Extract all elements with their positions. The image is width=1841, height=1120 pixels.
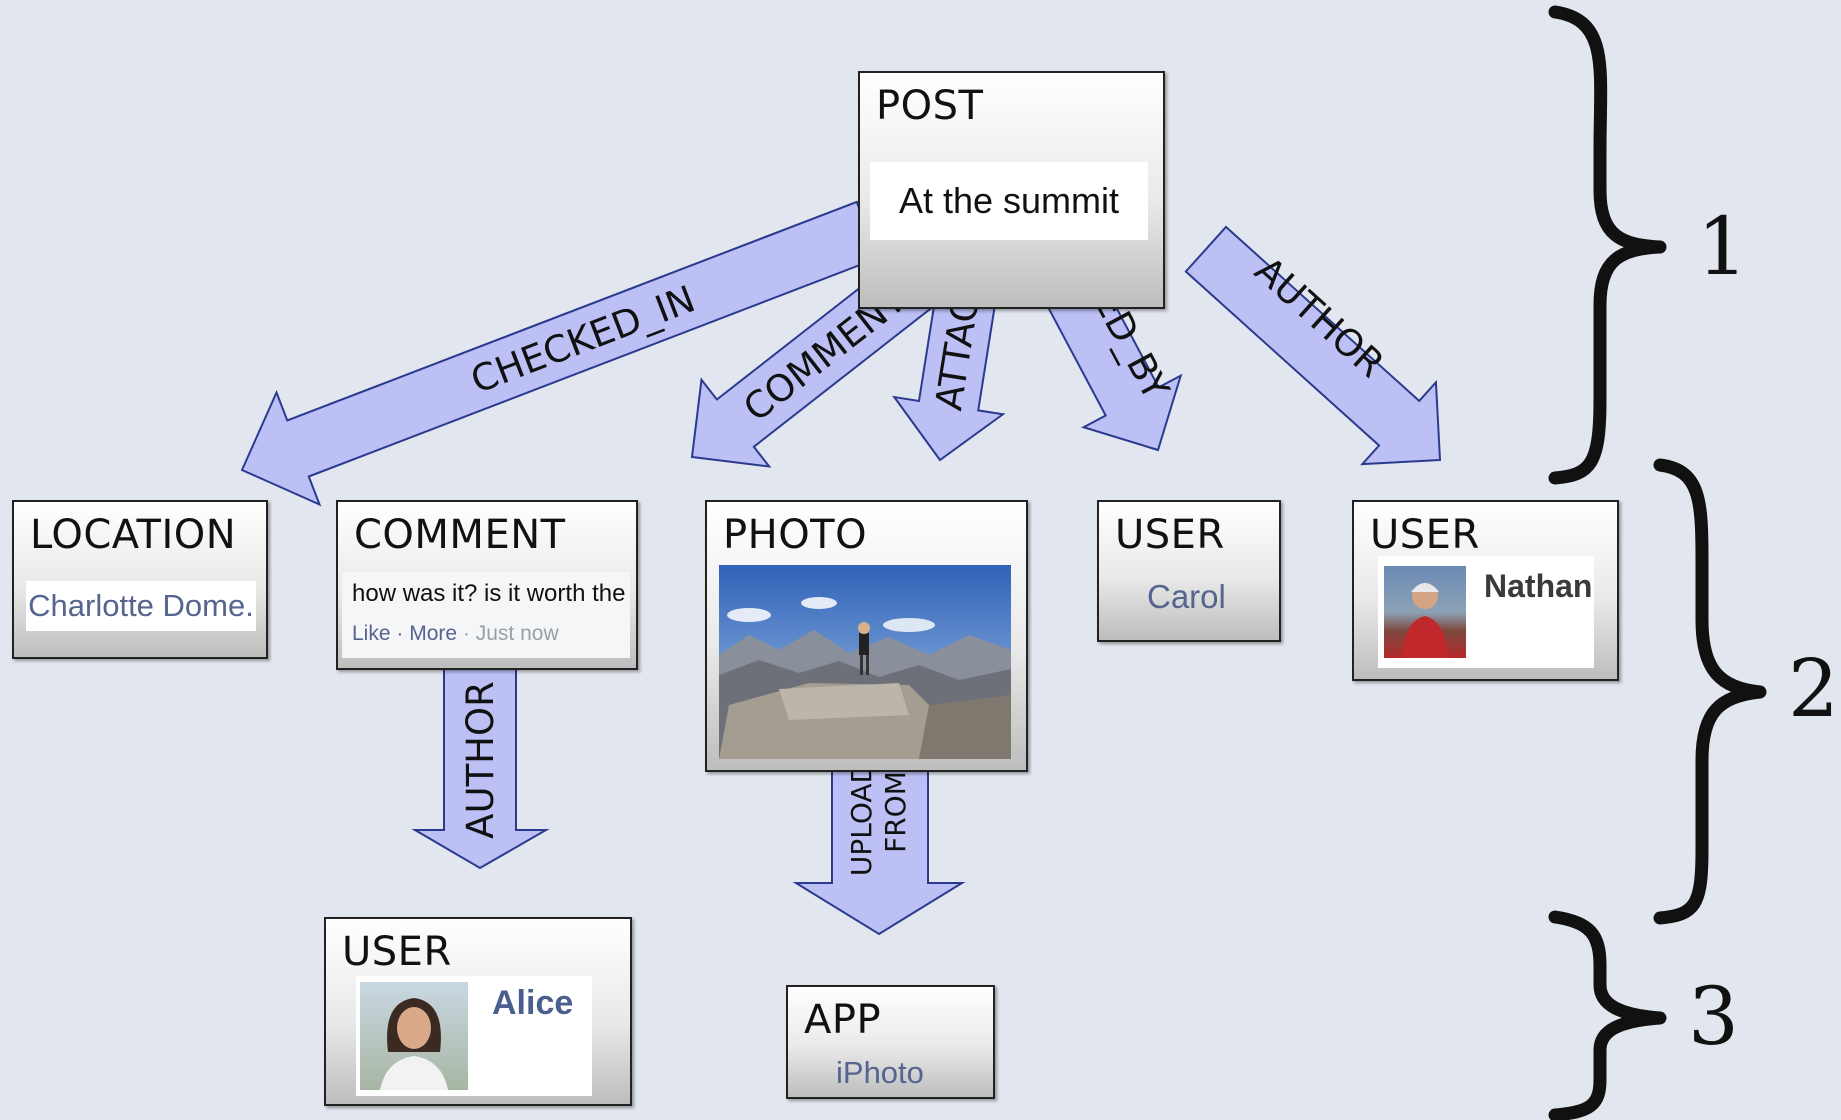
photo-node[interactable]: PHOTO — [705, 500, 1028, 772]
brace-level-2 — [1653, 458, 1767, 925]
comment-text: how was it? is it worth the l — [352, 580, 630, 607]
user-nathan-node[interactable]: USER Nathan — [1352, 500, 1619, 681]
edge-author-comment: AUTHOR — [411, 659, 550, 870]
user-alice-name[interactable]: Alice — [492, 984, 574, 1022]
user-nathan-node-type: USER — [1370, 512, 1480, 558]
app-node-type: APP — [804, 997, 882, 1043]
location-node-type: LOCATION — [30, 512, 237, 558]
user-nathan-avatar[interactable] — [1384, 566, 1466, 658]
post-node[interactable]: POST At the summit — [858, 71, 1165, 309]
edge-label-author-comment: AUTHOR — [459, 681, 502, 839]
post-node-type: POST — [876, 83, 984, 129]
user-carol-name[interactable]: Carol — [1147, 578, 1226, 615]
location-name[interactable]: Charlotte Dome. — [28, 588, 254, 623]
user-carol-node-type: USER — [1115, 512, 1225, 558]
app-node[interactable]: APP iPhoto — [786, 985, 995, 1099]
comment-more-link[interactable]: · More — [396, 622, 458, 645]
comment-content-panel: how was it? is it worth the l Like · Mor… — [342, 572, 630, 658]
summit-photo[interactable] — [719, 565, 1011, 759]
brace-level-3 — [1548, 910, 1667, 1120]
edge-author-post: AUTHOR — [1184, 225, 1442, 466]
user-alice-avatar[interactable] — [360, 982, 468, 1090]
comment-node-type: COMMENT — [354, 512, 566, 558]
level-number-2: 2 — [1788, 642, 1839, 735]
location-content-panel: Charlotte Dome. — [26, 581, 256, 631]
post-content: At the summit — [898, 180, 1120, 221]
edge-upload-from: UPLOAD_ FROM — [792, 726, 966, 936]
user-alice-node[interactable]: USER Alice — [324, 917, 632, 1106]
brace-level-1 — [1548, 5, 1667, 485]
user-alice-node-type: USER — [342, 929, 452, 975]
post-content-panel: At the summit — [870, 162, 1148, 240]
comment-timestamp: · Just now — [462, 622, 559, 645]
comment-like-link[interactable]: Like — [352, 622, 391, 645]
comment-node[interactable]: COMMENT how was it? is it worth the l Li… — [336, 500, 638, 670]
user-carol-node[interactable]: USER Carol — [1097, 500, 1281, 642]
level-number-3: 3 — [1688, 970, 1739, 1063]
app-name[interactable]: iPhoto — [836, 1055, 924, 1090]
user-nathan-card: Nathan — [1378, 556, 1594, 668]
edge-label-upload-from-2: FROM — [879, 771, 912, 853]
level-number-1: 1 — [1697, 200, 1748, 293]
user-alice-card: Alice — [356, 976, 592, 1096]
user-nathan-name[interactable]: Nathan — [1484, 568, 1593, 604]
location-node[interactable]: LOCATION Charlotte Dome. — [12, 500, 268, 659]
photo-node-type: PHOTO — [723, 512, 868, 558]
